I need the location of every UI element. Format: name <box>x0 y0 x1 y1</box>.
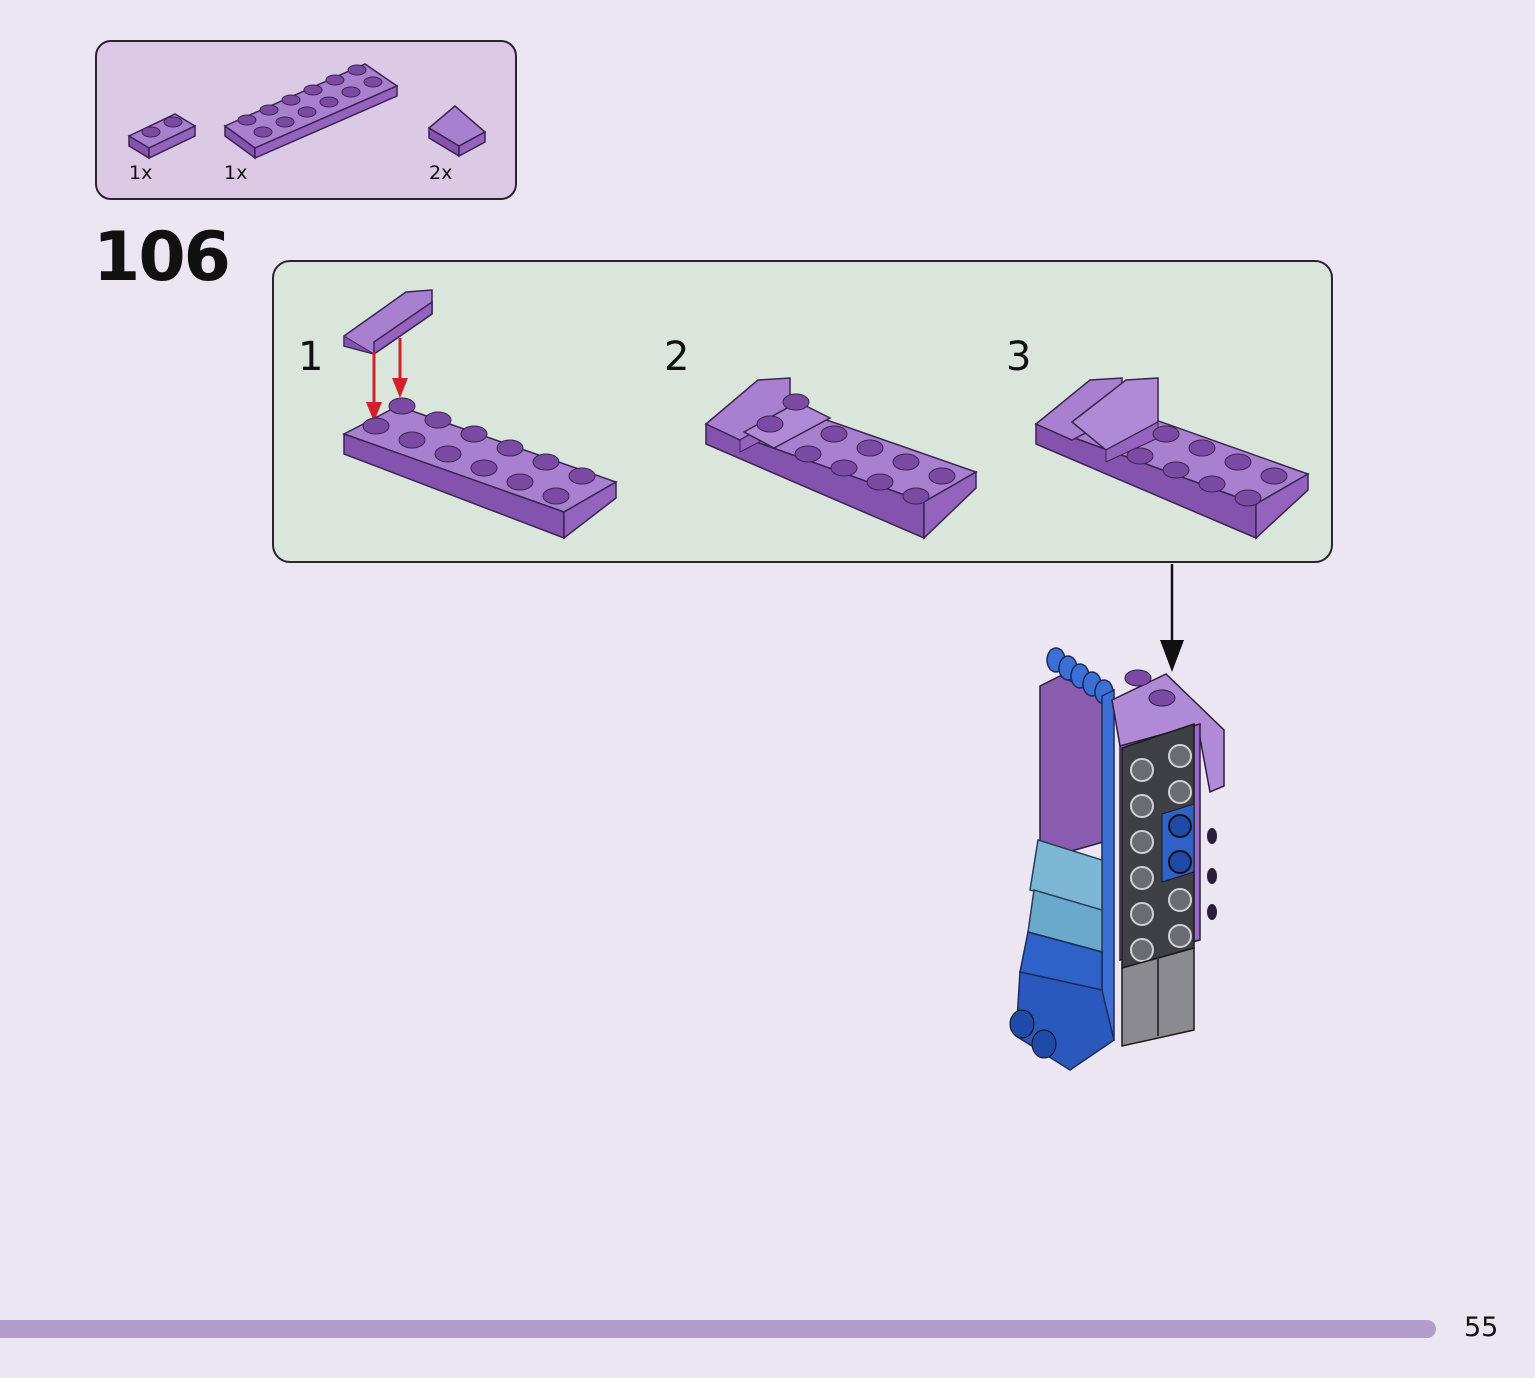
placement-arrow-icon <box>1160 564 1184 672</box>
slope-icon <box>427 105 487 158</box>
substep-label: 2 <box>664 334 690 380</box>
part-quantity: 2x <box>429 162 453 184</box>
plate-2x6-icon <box>223 63 399 160</box>
red-arrow-icon <box>366 338 408 422</box>
footer-bar <box>0 1320 1436 1338</box>
parts-list-box: 1x 1x 2x <box>95 40 517 200</box>
assembled-model-illustration <box>1009 564 1225 1071</box>
part-quantity: 1x <box>129 162 153 184</box>
substep-label: 1 <box>298 334 324 380</box>
plate-1x2-icon <box>127 113 197 160</box>
substep-box: 1 2 3 <box>272 260 1333 563</box>
page-number: 55 <box>1464 1312 1499 1343</box>
substep-illustrations <box>342 289 1310 540</box>
parts-illustrations <box>127 63 487 160</box>
step-number: 106 <box>93 218 231 297</box>
part-quantity: 1x <box>224 162 248 184</box>
substep-1-illustration <box>342 289 618 540</box>
substep-3-illustration <box>1034 377 1310 540</box>
substep-label: 3 <box>1006 334 1032 380</box>
substep-2-illustration <box>704 377 978 540</box>
